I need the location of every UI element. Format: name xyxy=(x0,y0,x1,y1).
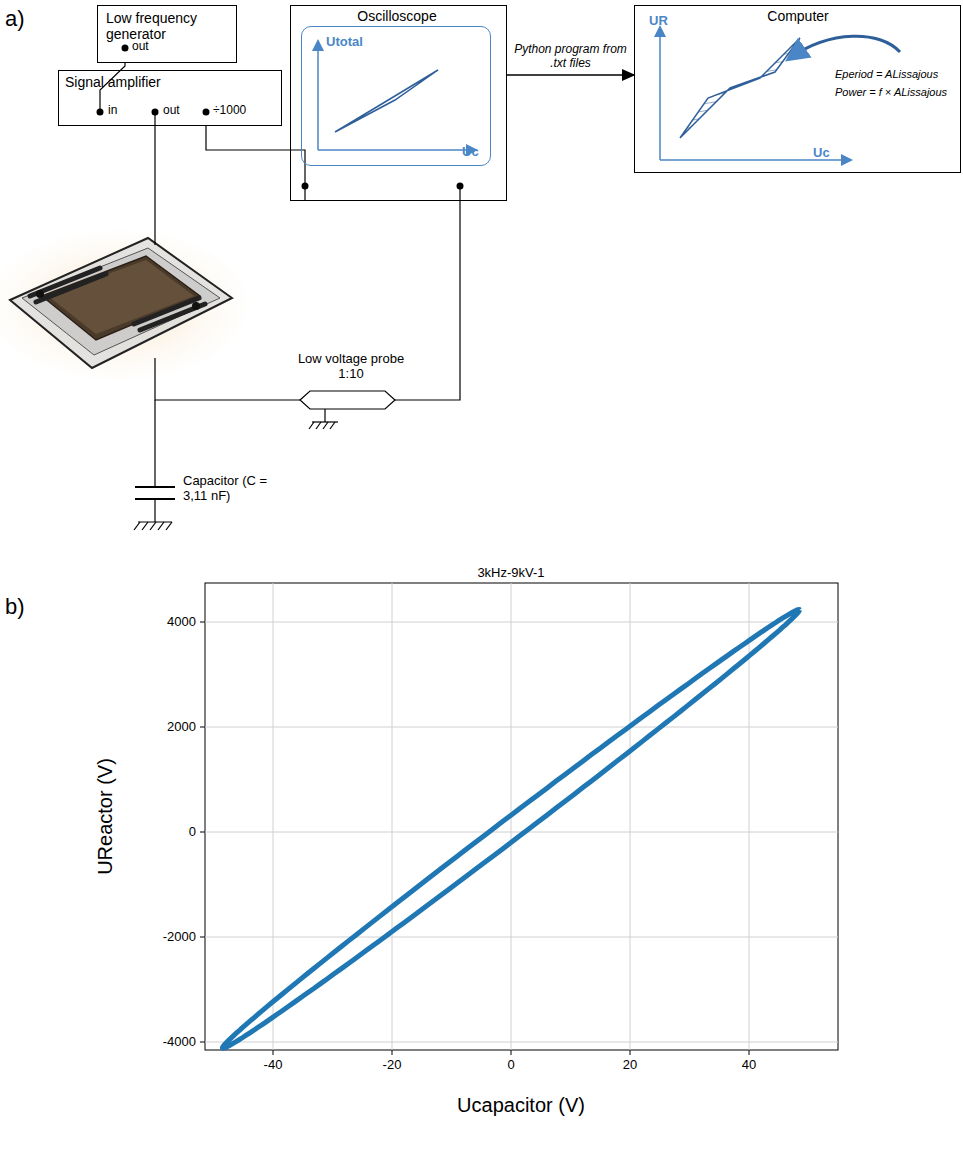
amplifier-box: Signal amplifier in out ÷1000 xyxy=(58,70,282,126)
tick-label: 20 xyxy=(623,1058,637,1073)
tick-label: 40 xyxy=(742,1058,756,1073)
computer-box: ComputerUR Uc Eperiod = ALissajousPower = … xyxy=(634,5,961,173)
node-text: Eperiod = ALissajous xyxy=(835,68,938,81)
tick-label: 2000 xyxy=(167,720,196,735)
node-text: out xyxy=(132,40,149,54)
node-text: Uc xyxy=(462,145,479,160)
oscilloscope-box: OscilloscopeUtotalUc xyxy=(290,5,507,201)
node-text: Utotal xyxy=(326,35,363,50)
node-text: Oscilloscope xyxy=(291,8,503,24)
probe-label: Low voltage probe 1:10 xyxy=(296,352,406,382)
panel-letter: a) xyxy=(5,6,25,31)
tick-label: -4000 xyxy=(163,1035,196,1050)
scope-screen: UtotalUc xyxy=(301,26,491,166)
generator-box: Low frequency generatorout xyxy=(97,5,237,63)
tick-label: -20 xyxy=(383,1058,402,1073)
capacitor-label: Capacitor (C = 3,11 nF) xyxy=(183,474,275,504)
reactor-illustration xyxy=(0,230,248,380)
node-text: out xyxy=(163,104,180,118)
node-text: Computer xyxy=(635,8,961,24)
tick-label: 0 xyxy=(189,825,196,840)
axis-title: Ucapacitor (V) xyxy=(457,1094,585,1117)
chart-frame xyxy=(200,583,838,1055)
probe-symbol xyxy=(300,391,395,429)
node-text: Low frequency generator xyxy=(106,10,230,42)
node-text: ÷1000 xyxy=(213,104,246,118)
node-text: Power = f × ALissajous xyxy=(835,86,947,99)
axis-title: UReactor (V) xyxy=(93,758,116,875)
tick-label: 4000 xyxy=(167,615,196,630)
tick-label: -40 xyxy=(264,1058,283,1073)
scope-plot xyxy=(318,42,475,150)
node-text: in xyxy=(108,104,117,118)
edge-label: Python program from .txt files xyxy=(511,43,630,71)
chart-title: 3kHz-9kV-1 xyxy=(421,566,601,581)
tick-label: -2000 xyxy=(163,930,196,945)
ground-symbol xyxy=(134,522,172,530)
capacitor-symbol xyxy=(135,487,175,499)
connector xyxy=(507,74,634,76)
panel-letter: b) xyxy=(5,594,25,619)
node-text: Uc xyxy=(813,146,830,161)
node-text: UR xyxy=(649,14,668,29)
tick-label: 0 xyxy=(507,1058,514,1073)
wiring xyxy=(155,112,460,522)
terminal-dots xyxy=(97,45,464,190)
node-text: Signal amplifier xyxy=(65,74,161,90)
